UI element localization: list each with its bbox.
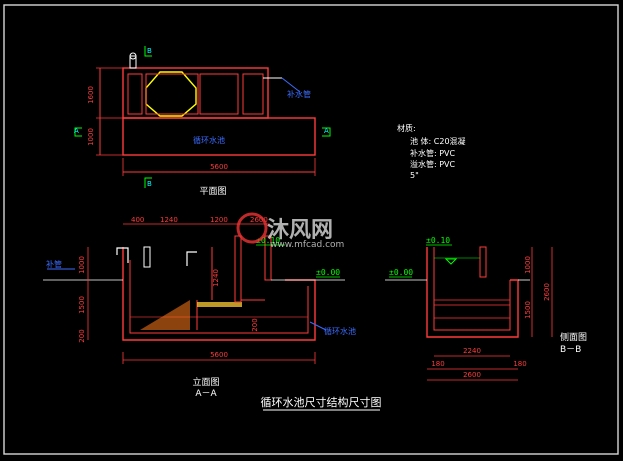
- elevation-pool-label: 循环水池: [324, 326, 356, 336]
- plan-view: 补水管 循环水池 1600 1000 5600 A A B B 平面图: [74, 46, 331, 197]
- watermark-logo-icon: [236, 212, 268, 244]
- elevation-view: 补管 循环水池 ±0.10 ±0.00 400 1240 1200 2600 1…: [43, 216, 356, 399]
- plan-dim-height-top: 1600: [87, 86, 95, 104]
- elevation-pipe-label: 补管: [46, 259, 62, 269]
- elevation-dim-top1: 400: [131, 216, 144, 224]
- side-dim-left-wall: 180: [431, 360, 444, 368]
- elevation-dim-left3: 200: [78, 329, 86, 342]
- elevation-slope: [140, 300, 190, 330]
- plan-cell-1: [127, 73, 143, 115]
- plan-pipe-label: 补水管: [287, 89, 311, 99]
- materials-line: 5": [410, 171, 419, 180]
- plan-octagon: [145, 71, 197, 117]
- plan-cell-2: [145, 73, 199, 115]
- materials-line: 池 体: C20混凝: [410, 136, 466, 146]
- side-dim-right-total-label: 2600: [543, 283, 551, 301]
- side-dim-total-label: 2600: [463, 371, 481, 379]
- section-mark-b-top-label: B: [147, 47, 152, 55]
- materials-line: 补水管: PVC: [410, 148, 456, 158]
- side-inner-partition: [479, 246, 487, 278]
- section-mark-b-bottom-label: B: [147, 180, 152, 188]
- plan-dim-height-bottom: 1000: [87, 128, 95, 146]
- plan-caption: 平面图: [199, 186, 226, 197]
- watermark: 沐风网 www.mfcad.com: [236, 212, 344, 250]
- section-mark-a-right: [322, 127, 331, 137]
- elevation-level-ground: ±0.00: [316, 268, 340, 277]
- drawing-border: [3, 4, 619, 455]
- elevation-floor: [129, 316, 309, 334]
- watermark-url: www.mfcad.com: [270, 240, 344, 250]
- elevation-dim-top3: 1200: [210, 216, 228, 224]
- elevation-pipe: [143, 246, 151, 268]
- side-sub-caption: B－B: [560, 345, 581, 355]
- elevation-grate: [197, 302, 242, 307]
- elevation-dim-mid2: 200: [251, 318, 259, 331]
- plan-dim-width: 5600: [210, 163, 228, 171]
- side-dim-right-wall: 180: [513, 360, 526, 368]
- elevation-pool-leader: [309, 321, 327, 331]
- side-dim-right1: 1000: [524, 256, 532, 274]
- elevation-dim-mid1: 1240: [212, 269, 220, 287]
- section-mark-a-right-label: A: [324, 127, 329, 135]
- materials-block: 材质: 池 体: C20混凝 补水管: PVC 溢水管: PVC 5": [397, 123, 466, 180]
- section-mark-b-top: [144, 46, 152, 57]
- elevation-sub-caption: A－A: [195, 389, 217, 399]
- elevation-wall-right: [264, 235, 272, 281]
- plan-pipe-cap: [129, 52, 137, 60]
- section-mark-b-bottom: [144, 177, 152, 188]
- side-dim-right2: 1500: [524, 301, 532, 319]
- drawing-title: 循环水池尺寸结构尺寸图: [261, 395, 382, 409]
- elevation-pipe-inlet: [116, 247, 129, 263]
- plan-lower-box: [122, 117, 316, 156]
- materials-heading: 材质:: [397, 123, 416, 133]
- side-level-ground: ±0.00: [389, 268, 413, 277]
- elevation-dim-left2: 1500: [78, 296, 86, 314]
- plan-pipe-leader: [281, 77, 301, 93]
- watermark-name: 沐风网: [267, 218, 333, 243]
- section-mark-a-left-label: A: [74, 127, 79, 135]
- plan-pool-label: 循环水池: [193, 135, 225, 145]
- section-mark-a-left: [74, 127, 82, 137]
- plan-cell-4: [242, 73, 264, 115]
- elevation-dim-left1: 1000: [78, 256, 86, 274]
- side-dim-inner-label: 2240: [463, 347, 481, 355]
- plan-pipe-stub: [129, 55, 137, 69]
- materials-line: 溢水管: PVC: [410, 159, 456, 169]
- elevation-wall-left: [234, 235, 242, 303]
- elevation-caption: 立面图: [192, 376, 219, 388]
- side-inner-wall: [433, 247, 511, 331]
- elevation-pipe-outlet: [186, 251, 197, 266]
- elevation-dim-top2: 1240: [160, 216, 178, 224]
- side-outer-wall: [426, 247, 519, 338]
- side-view: ±0.10 ±0.00 1000 1500 2600 2240 180 180 …: [385, 236, 587, 381]
- plan-cell-3: [199, 73, 239, 115]
- elevation-level-top: ±0.10: [256, 236, 280, 245]
- side-level-top: ±0.10: [426, 236, 450, 245]
- side-caption: 侧面图: [560, 331, 587, 343]
- side-water-symbol: [444, 258, 458, 265]
- elevation-dim-width: 5600: [210, 351, 228, 359]
- elevation-dim-top4: 2600: [250, 216, 268, 224]
